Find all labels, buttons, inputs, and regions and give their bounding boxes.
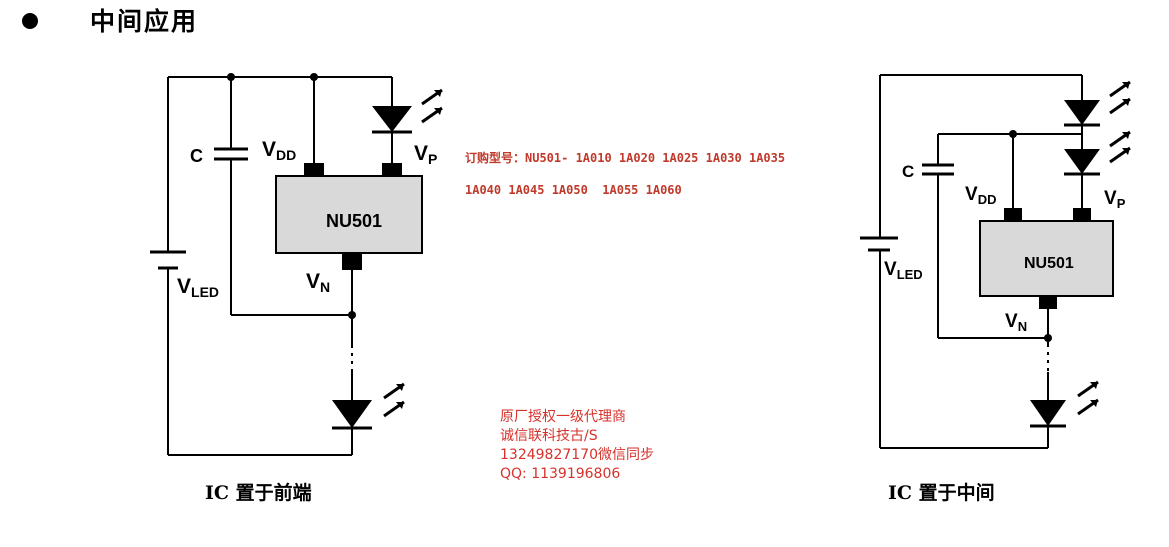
left-chip (275, 163, 423, 270)
right-vp-label: VP (1104, 188, 1126, 211)
agent-line3: 13249827170微信同步 (500, 447, 654, 463)
right-cap-label: C (902, 162, 914, 181)
section-heading: 中间应用 (90, 7, 199, 36)
right-chip-label: NU501 (1024, 255, 1074, 272)
agent-line4: QQ: 1139196806 (500, 466, 621, 482)
right-junctions (1009, 130, 1052, 342)
right-circuit (879, 74, 1083, 449)
right-led-bottom-icon (1030, 380, 1100, 428)
right-caption: IC 置于中间 (888, 482, 995, 504)
left-led-top-icon (372, 88, 444, 134)
left-vdd-label: VDD (262, 138, 296, 163)
agent-info: 原厂授权一级代理商 诚信联科技古/S 13249827170微信同步 QQ: 1… (500, 408, 654, 484)
left-circuit (167, 76, 393, 456)
left-cap-label: C (190, 146, 203, 166)
right-chip (979, 208, 1114, 309)
left-capacitor (214, 147, 248, 161)
agent-line2: 诚信联科技古/S (500, 428, 598, 444)
right-vdd-label: VDD (965, 184, 996, 207)
agent-line1: 原厂授权一级代理商 (500, 409, 626, 425)
left-caption: IC 置于前端 (205, 482, 312, 504)
order-models-line2: 1A040 1A045 1A050 1A055 1A060 (465, 183, 682, 197)
right-capacitor (922, 163, 954, 176)
left-battery-icon (150, 250, 186, 270)
left-vled-label: VLED (177, 275, 219, 300)
left-vn-label: VN (306, 270, 330, 295)
bullet-icon (22, 13, 38, 29)
right-battery-icon (860, 236, 898, 252)
right-vled-label: VLED (884, 259, 923, 282)
right-vn-label: VN (1005, 311, 1027, 334)
left-chip-label: NU501 (326, 211, 382, 231)
right-led-middle-icon (1064, 130, 1132, 176)
left-vp-label: VP (414, 142, 437, 167)
right-led-top-icon (1064, 80, 1132, 127)
order-models-line1: 订购型号：NU501- 1A010 1A020 1A025 1A030 1A03… (465, 151, 786, 165)
left-junctions (227, 73, 356, 319)
left-led-bottom-icon (332, 382, 406, 430)
